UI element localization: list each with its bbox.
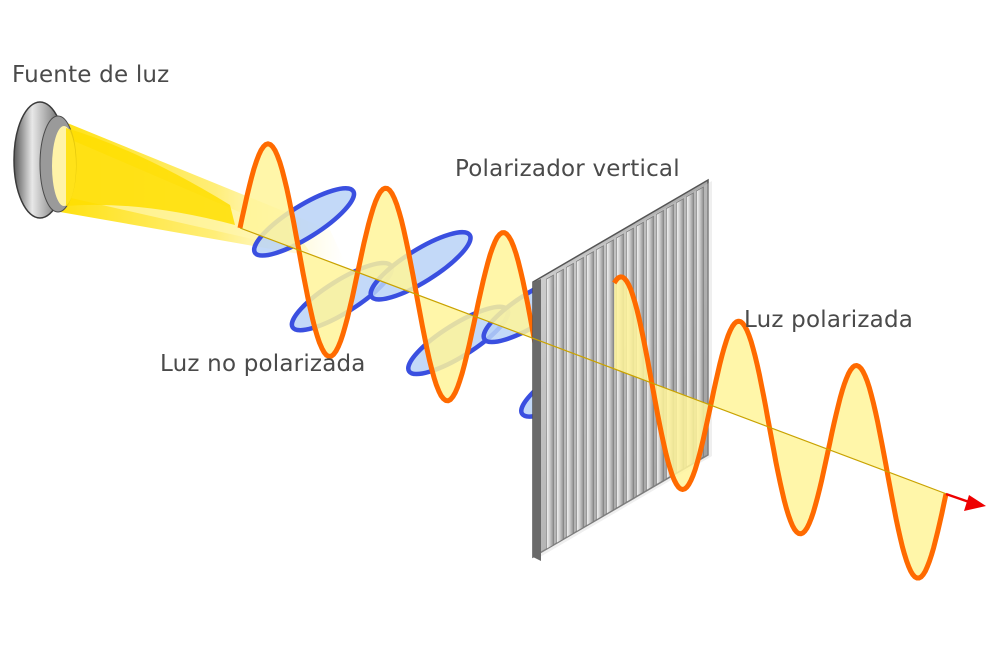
polarizer-slot — [566, 262, 574, 538]
propagation-arrow — [964, 495, 986, 511]
polarizer-slot — [576, 256, 584, 532]
vertical-polarizer-label: Polarizador vertical — [455, 156, 680, 182]
polarizer-slot — [646, 215, 654, 491]
light-source-lamp — [13, 101, 235, 225]
light-source-label: Fuente de luz — [12, 62, 170, 88]
polarized-vertical-wave — [612, 274, 949, 581]
polarizer-slot — [606, 239, 614, 515]
polarized-wave-fill — [614, 276, 946, 578]
polarizer-slot — [596, 245, 604, 521]
polarized-light-label: Luz polarizada — [744, 307, 914, 333]
polarizer-slot — [696, 186, 704, 462]
polarizer-slot — [586, 251, 594, 527]
polarizer-slot — [546, 274, 554, 550]
propagation-axis — [239, 227, 953, 497]
polarizer-slot — [556, 268, 564, 544]
polarized-wave-group — [612, 274, 949, 581]
unpolarized-light-label: Luz no polarizada — [160, 351, 366, 377]
